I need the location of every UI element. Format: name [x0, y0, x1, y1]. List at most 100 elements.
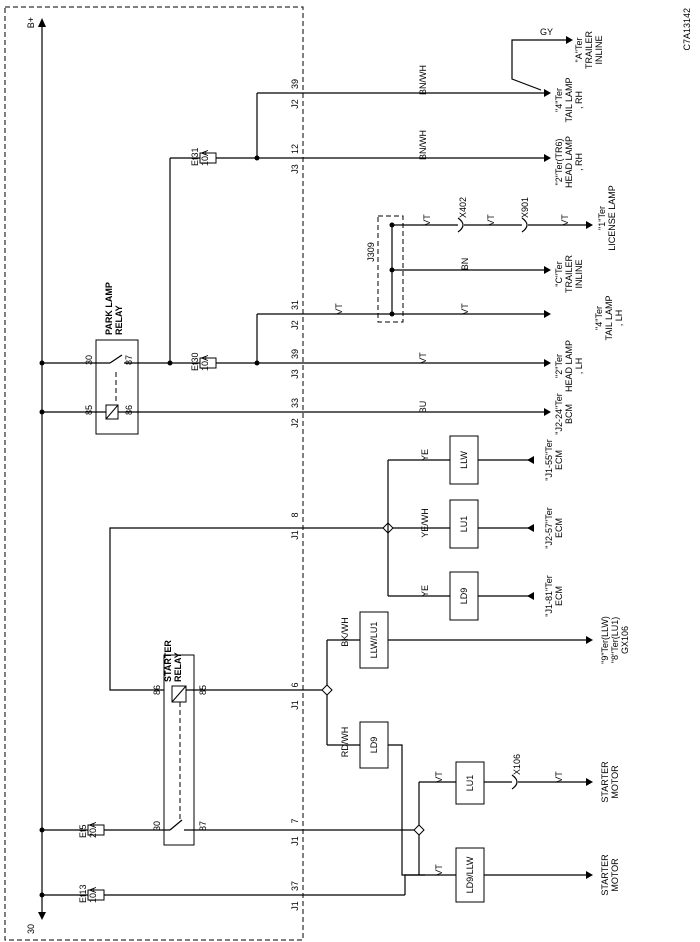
arrow-icon — [544, 310, 551, 318]
dest-license: "1"Ter LICENSE LAMP — [597, 185, 617, 251]
svg-text:TRAILER: TRAILER — [584, 30, 594, 69]
wire-bu: BU — [418, 401, 428, 414]
dest-head-lh: "2"Ter HEAD LAMP , LH — [554, 340, 584, 392]
dest-bcm: "J2-24"Ter BCM — [554, 393, 574, 434]
connector-x402: X402 — [458, 197, 468, 218]
svg-text:ECM: ECM — [554, 450, 564, 470]
svg-text:, RH: , RH — [574, 91, 584, 109]
park-pin-86: 86 — [124, 405, 134, 415]
module-ld9 — [449, 571, 479, 621]
starter-pin-30: 30 — [152, 821, 162, 831]
connector-x402-icon — [457, 217, 464, 233]
arrow-icon — [544, 266, 551, 274]
svg-text:"8"Ter(LU1): "8"Ter(LU1) — [610, 617, 620, 663]
wire-vt-h: VT — [434, 864, 444, 876]
fuse-ef13-name: Ef13 — [78, 884, 88, 903]
wire — [404, 874, 419, 895]
pin-33: 33 — [290, 398, 300, 408]
park-pin-85: 85 — [84, 405, 94, 415]
connector-x901-icon — [521, 217, 528, 233]
module-ld9-label: LD9 — [459, 588, 469, 605]
conn-j3: J3 — [290, 164, 300, 174]
arrow-icon — [544, 408, 551, 416]
svg-text:TAIL LAMP: TAIL LAMP — [604, 295, 614, 340]
connector-x106-icon — [511, 774, 518, 790]
module-lu1b-label: LU1 — [465, 775, 475, 792]
node — [254, 155, 260, 161]
bplus-arrow-icon — [38, 18, 46, 27]
dest-starter-2: STARTER MOTOR — [600, 854, 620, 896]
svg-text:"J1-81"Ter: "J1-81"Ter — [544, 575, 554, 616]
park-pin-30: 30 — [84, 355, 94, 365]
fuse-block-outline — [4, 6, 304, 941]
wire-vt-d: VT — [334, 303, 344, 315]
park-relay-title-2: RELAY — [114, 305, 124, 335]
svg-text:STARTER: STARTER — [600, 854, 610, 896]
pin-39: 39 — [290, 349, 300, 359]
svg-text:TRAILER: TRAILER — [564, 254, 574, 293]
starter-pin-87: 87 — [198, 821, 208, 831]
svg-text:MOTOR: MOTOR — [610, 858, 620, 892]
conn-j1: J1 — [290, 700, 300, 710]
svg-text:"J2-57"Ter: "J2-57"Ter — [544, 507, 554, 548]
pin-7: 7 — [290, 818, 300, 823]
arrow-icon — [586, 636, 593, 644]
svg-text:"4"Ter: "4"Ter — [594, 306, 604, 330]
module-lu1b — [455, 761, 485, 805]
dest-trailer-c: "C"Ter TRAILER INLINE — [554, 254, 584, 293]
fuse-ef5-rating: 20A — [88, 822, 98, 838]
svg-text:INLINE: INLINE — [574, 259, 584, 288]
svg-text:"2"Ter: "2"Ter — [554, 354, 564, 378]
dest-ecm-1: "J1-55"Ter ECM — [544, 439, 564, 480]
svg-text:GX106: GX106 — [620, 626, 630, 654]
module-ld9b-label: LD9 — [369, 737, 379, 754]
svg-text:ECM: ECM — [554, 518, 564, 538]
conn-j2: J2 — [290, 99, 300, 109]
module-llwlu1-label: LLW/LU1 — [369, 622, 379, 659]
module-llw-label: LLW — [459, 451, 469, 469]
dest-ecm-3: "J1-81"Ter ECM — [544, 575, 564, 616]
arrow-icon — [544, 154, 551, 162]
park-relay-title: PARK LAMP — [104, 282, 114, 335]
svg-text:"1"Ter: "1"Ter — [597, 206, 607, 230]
svg-text:INLINE: INLINE — [594, 35, 604, 64]
starter-pin-86: 86 — [152, 685, 162, 695]
module-lu1-label: LU1 — [459, 516, 469, 533]
svg-text:STARTER: STARTER — [600, 761, 610, 803]
svg-text:, RH: , RH — [574, 153, 584, 171]
splice-node-icon — [321, 684, 333, 696]
pin-8: 8 — [290, 512, 300, 517]
svg-text:"9"Ter(LLW): "9"Ter(LLW) — [600, 616, 610, 664]
module-lu1 — [449, 499, 479, 549]
wire-vt-g: VT — [434, 771, 444, 783]
node — [389, 311, 395, 317]
conn-j1: J1 — [290, 530, 300, 540]
wire-ye-2: YE — [420, 585, 430, 597]
svg-text:, LH: , LH — [614, 310, 624, 327]
svg-text:HEAD LAMP: HEAD LAMP — [564, 136, 574, 188]
conn-j2: J2 — [290, 320, 300, 330]
conn-j1: J1 — [290, 836, 300, 846]
wire-vt-e: VT — [460, 303, 470, 315]
park-pin-87: 87 — [124, 355, 134, 365]
arrow-icon — [586, 221, 593, 229]
starter-relay-title: STARTER — [163, 640, 173, 682]
starter-relay-switch-icon — [169, 819, 183, 831]
coil-slash — [105, 404, 119, 420]
starter-pin-85: 85 — [198, 685, 208, 695]
wire-vt-c: VT — [560, 214, 570, 226]
starter-relay — [163, 654, 195, 846]
bplus-label: B+ — [26, 17, 36, 28]
wire — [109, 527, 300, 691]
svg-text:, LH: , LH — [574, 358, 584, 375]
park-relay-switch-icon — [109, 354, 123, 364]
fuse-ef31-rating: 10A — [200, 150, 210, 166]
wire-ye-1: YE — [420, 449, 430, 461]
wire-vt-i: VT — [554, 771, 564, 783]
splice-j309 — [377, 215, 404, 323]
svg-text:"2"Ter(TR6): "2"Ter(TR6) — [554, 139, 564, 186]
dest-tail-rh: "4"Ter TAIL LAMP , RH — [554, 77, 584, 122]
wire-vt-b: VT — [486, 214, 496, 226]
fuse-ef31-name: Ef31 — [190, 147, 200, 166]
